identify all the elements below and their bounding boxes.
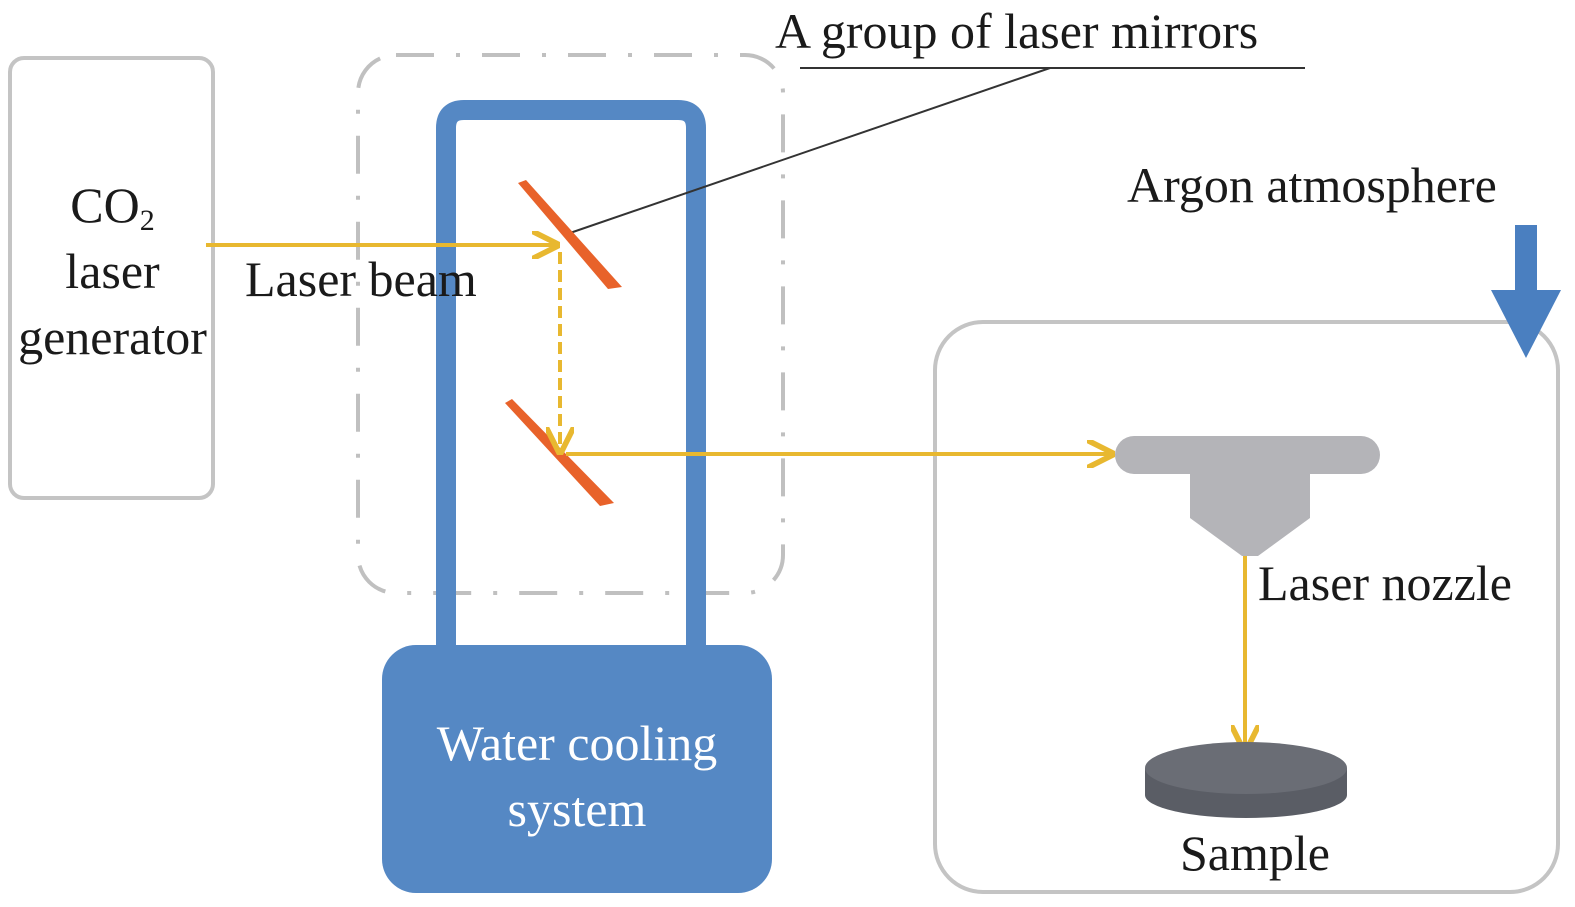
laser-generator-label: CO2 laser generator [18,177,207,365]
water-cooling-block [382,645,772,893]
sample-disc-top [1145,742,1347,794]
laser-generator-box [8,56,215,500]
upper-mirror [518,180,622,289]
water-cooling-label: Water cooling system [436,715,718,837]
laser-beam-label: Laser beam [245,251,477,307]
argon-atmosphere-label: Argon atmosphere [1127,157,1497,213]
laser-nozzle-label: Laser nozzle [1258,555,1513,611]
nozzle-tip [1190,470,1310,556]
mirror-group-enclosure [356,53,785,595]
mirrors-leader-line [569,67,1051,234]
argon-inflow-arrow-icon [1491,225,1561,358]
sample-label: Sample [1180,825,1330,881]
mirrors-group-label: A group of laser mirrors [775,3,1259,59]
cooling-loop-pipe [436,100,706,660]
nozzle-head [1115,436,1380,474]
process-chamber-box [933,320,1560,894]
